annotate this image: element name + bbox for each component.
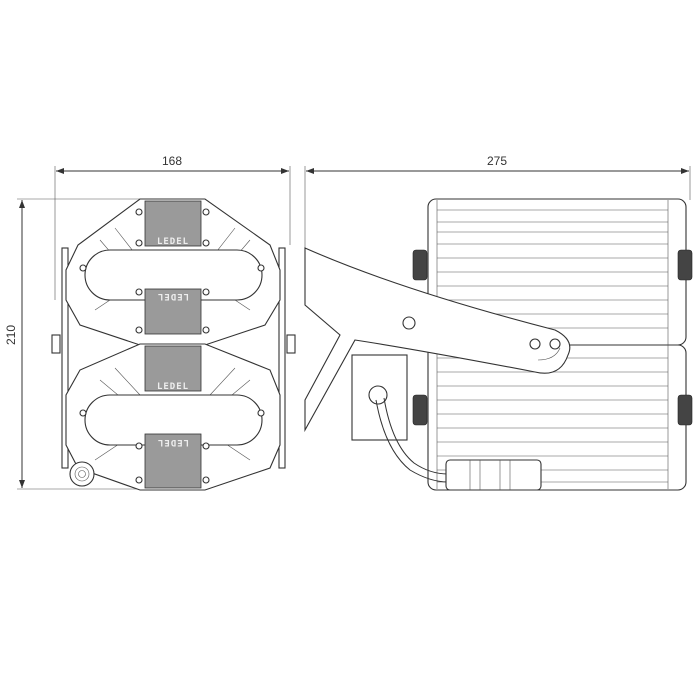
knob-icon <box>412 394 428 426</box>
logo-text: LEDEL <box>157 291 189 301</box>
dimension-length: 275 <box>304 154 691 248</box>
connector-icon <box>69 461 95 487</box>
cable-gland <box>368 385 388 405</box>
side-view <box>304 198 693 491</box>
knob-icon <box>677 249 693 281</box>
heatsink-band <box>144 345 202 392</box>
heatsink-band <box>144 433 202 489</box>
bracket-hole <box>549 338 561 350</box>
bracket-hole <box>529 338 541 350</box>
mounting-bracket <box>304 247 571 433</box>
logo-text: LEDEL <box>157 237 189 247</box>
knob-icon <box>412 249 428 281</box>
dimension-length-label: 275 <box>487 154 507 168</box>
logo-text: LEDEL <box>157 382 189 392</box>
dimension-height-label: 210 <box>4 325 18 345</box>
dimension-width: 168 <box>54 154 291 300</box>
cable-connector <box>445 459 542 491</box>
bracket-hole <box>402 316 416 330</box>
heatsink-band <box>144 200 202 247</box>
front-view: LEDEL LEDEL LEDEL LEDEL <box>51 198 296 491</box>
dimension-height: 210 <box>4 198 150 490</box>
knob-icon <box>677 394 693 426</box>
dimension-width-label: 168 <box>162 154 182 168</box>
heatsink-band <box>144 288 202 335</box>
logo-text: LEDEL <box>157 437 189 447</box>
